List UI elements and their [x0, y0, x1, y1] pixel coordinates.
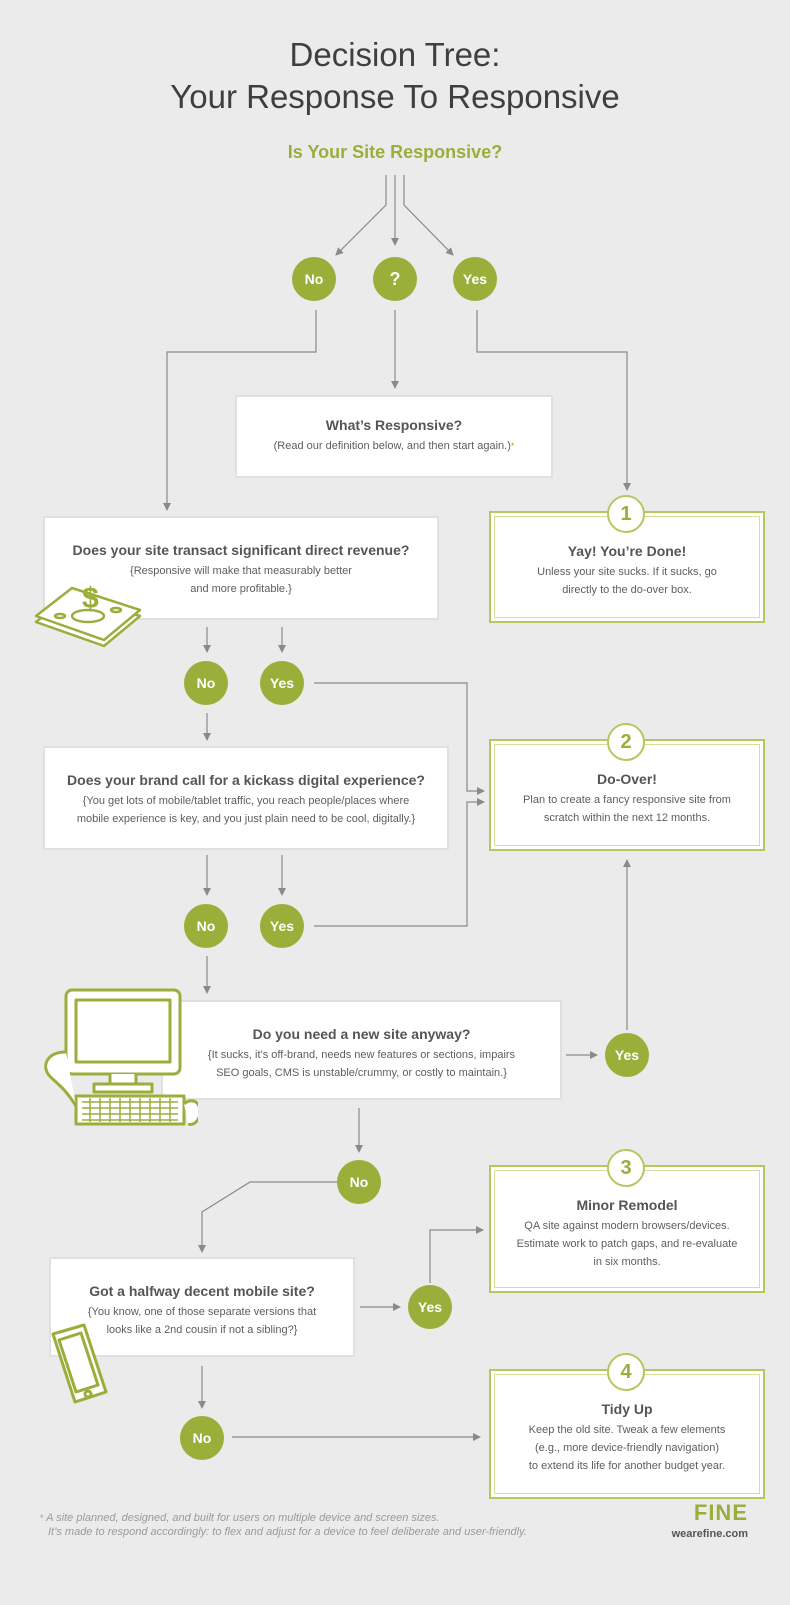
brand-logo: FINE	[693, 1500, 748, 1525]
outcome-3-title: Minor Remodel	[576, 1197, 678, 1213]
no-circle-brand: No	[184, 904, 228, 948]
outcome-1-desc: Unless your site sucks. If it sucks, go …	[491, 563, 763, 599]
new-site-desc: {It sucks, it’s off-brand, needs new fea…	[165, 1046, 558, 1082]
new-site-desc-line-1: {It sucks, it’s off-brand, needs new fea…	[207, 1049, 516, 1061]
outcome-3-desc: QA site against modern browsers/devices.…	[491, 1217, 763, 1271]
mobile-site-desc-line-2: looks like a 2nd cousin if not a sibling…	[106, 1324, 298, 1336]
outcome-1-number: 1	[607, 495, 645, 533]
phone-icon	[51, 1323, 108, 1404]
outcome-2-desc: Plan to create a fancy responsive site f…	[491, 791, 763, 827]
outcome-1-desc-line-1: Unless your site sucks. If it sucks, go	[537, 566, 717, 578]
outcome-4-desc-line-1: Keep the old site. Tweak a few elements	[528, 1424, 726, 1436]
revenue-desc-line-1: {Responsive will make that measurably be…	[130, 565, 352, 577]
revenue-desc: {Responsive will make that measurably be…	[47, 562, 435, 598]
svg-text:$: $	[82, 582, 99, 615]
brand-desc-line-1: {You get lots of mobile/tablet traffic, …	[82, 795, 410, 807]
whats-responsive-box: What’s Responsive? (Read our definition …	[237, 397, 551, 476]
outcome-4-title: Tidy Up	[601, 1401, 653, 1417]
mobile-site-desc: {You know, one of those separate version…	[53, 1303, 351, 1339]
no-circle-mobile: No	[180, 1416, 224, 1460]
brand-block: FINE wearefine.com	[672, 1500, 748, 1540]
outcome-4-desc: Keep the old site. Tweak a few elements …	[491, 1421, 763, 1475]
outcome-4-desc-line-2: (e.g., more device-friendly navigation)	[534, 1442, 720, 1454]
no-circle-new-site: No	[337, 1160, 381, 1204]
outcome-box-2: Do-Over! Plan to create a fancy responsi…	[489, 739, 765, 851]
outcome-4-desc-line-3: to extend its life for another budget ye…	[528, 1460, 726, 1472]
outcome-1-desc-line-2: directly to the do-over box.	[562, 584, 692, 596]
title-line-1: Decision Tree:	[289, 36, 501, 73]
brand-desc: {You get lots of mobile/tablet traffic, …	[47, 792, 445, 828]
outcome-2-number: 2	[607, 723, 645, 761]
footnote-asterisk: *	[40, 1513, 44, 1523]
question-circle-top: ?	[373, 257, 417, 301]
outcome-3-number: 3	[607, 1149, 645, 1187]
yes-circle-mobile: Yes	[408, 1285, 452, 1329]
footnote-line-1: * A site planned, designed, and built fo…	[40, 1511, 527, 1525]
brand-desc-line-2: mobile experience is key, and you just p…	[76, 813, 416, 825]
revenue-title: Does your site transact significant dire…	[72, 542, 410, 558]
footnote: * A site planned, designed, and built fo…	[40, 1511, 527, 1539]
footnote-line-2: It’s made to respond accordingly: to fle…	[48, 1526, 527, 1538]
page-title: Decision Tree: Your Response To Responsi…	[0, 34, 790, 118]
revenue-desc-line-2: and more profitable.}	[190, 583, 292, 595]
yes-circle-top: Yes	[453, 257, 497, 301]
title-line-2: Your Response To Responsive	[170, 78, 620, 115]
footnote-line-1-text: A site planned, designed, and built for …	[46, 1512, 440, 1524]
yes-circle-brand: Yes	[260, 904, 304, 948]
yes-circle-new-site: Yes	[605, 1033, 649, 1077]
mobile-site-title: Got a halfway decent mobile site?	[89, 1283, 315, 1299]
new-site-title: Do you need a new site anyway?	[252, 1026, 471, 1042]
brand-title: Does your brand call for a kickass digit…	[67, 772, 425, 788]
no-circle-top: No	[292, 257, 336, 301]
asterisk-marker: *	[510, 441, 515, 451]
brand-question-box: Does your brand call for a kickass digit…	[45, 748, 447, 848]
whats-responsive-title: What’s Responsive?	[325, 417, 463, 433]
mobile-site-question-box: Got a halfway decent mobile site? {You k…	[51, 1259, 353, 1355]
mobile-site-desc-line-1: {You know, one of those separate version…	[87, 1306, 317, 1318]
outcome-3-desc-line-2: Estimate work to patch gaps, and re-eval…	[516, 1238, 738, 1250]
whats-responsive-desc: (Read our definition below, and then sta…	[239, 437, 549, 455]
outcome-3-desc-line-3: in six months.	[593, 1256, 661, 1268]
computer-icon	[44, 988, 198, 1126]
outcome-3-desc-line-1: QA site against modern browsers/devices.	[524, 1220, 730, 1232]
no-circle-revenue: No	[184, 661, 228, 705]
new-site-question-box: Do you need a new site anyway? {It sucks…	[163, 1002, 560, 1098]
main-question: Is Your Site Responsive?	[287, 142, 503, 162]
yes-circle-revenue: Yes	[260, 661, 304, 705]
outcome-4-number: 4	[607, 1353, 645, 1391]
new-site-desc-line-2: SEO goals, CMS is unstable/crummy, or co…	[216, 1067, 507, 1079]
whats-responsive-desc-text: (Read our definition below, and then sta…	[273, 440, 511, 452]
outcome-2-desc-line-1: Plan to create a fancy responsive site f…	[523, 794, 731, 806]
money-icon: $	[34, 582, 142, 648]
outcome-2-desc-line-2: scratch within the next 12 months.	[543, 812, 711, 824]
brand-url[interactable]: wearefine.com	[671, 1528, 748, 1540]
outcome-1-title: Yay! You’re Done!	[567, 543, 687, 559]
outcome-2-title: Do-Over!	[597, 771, 657, 787]
